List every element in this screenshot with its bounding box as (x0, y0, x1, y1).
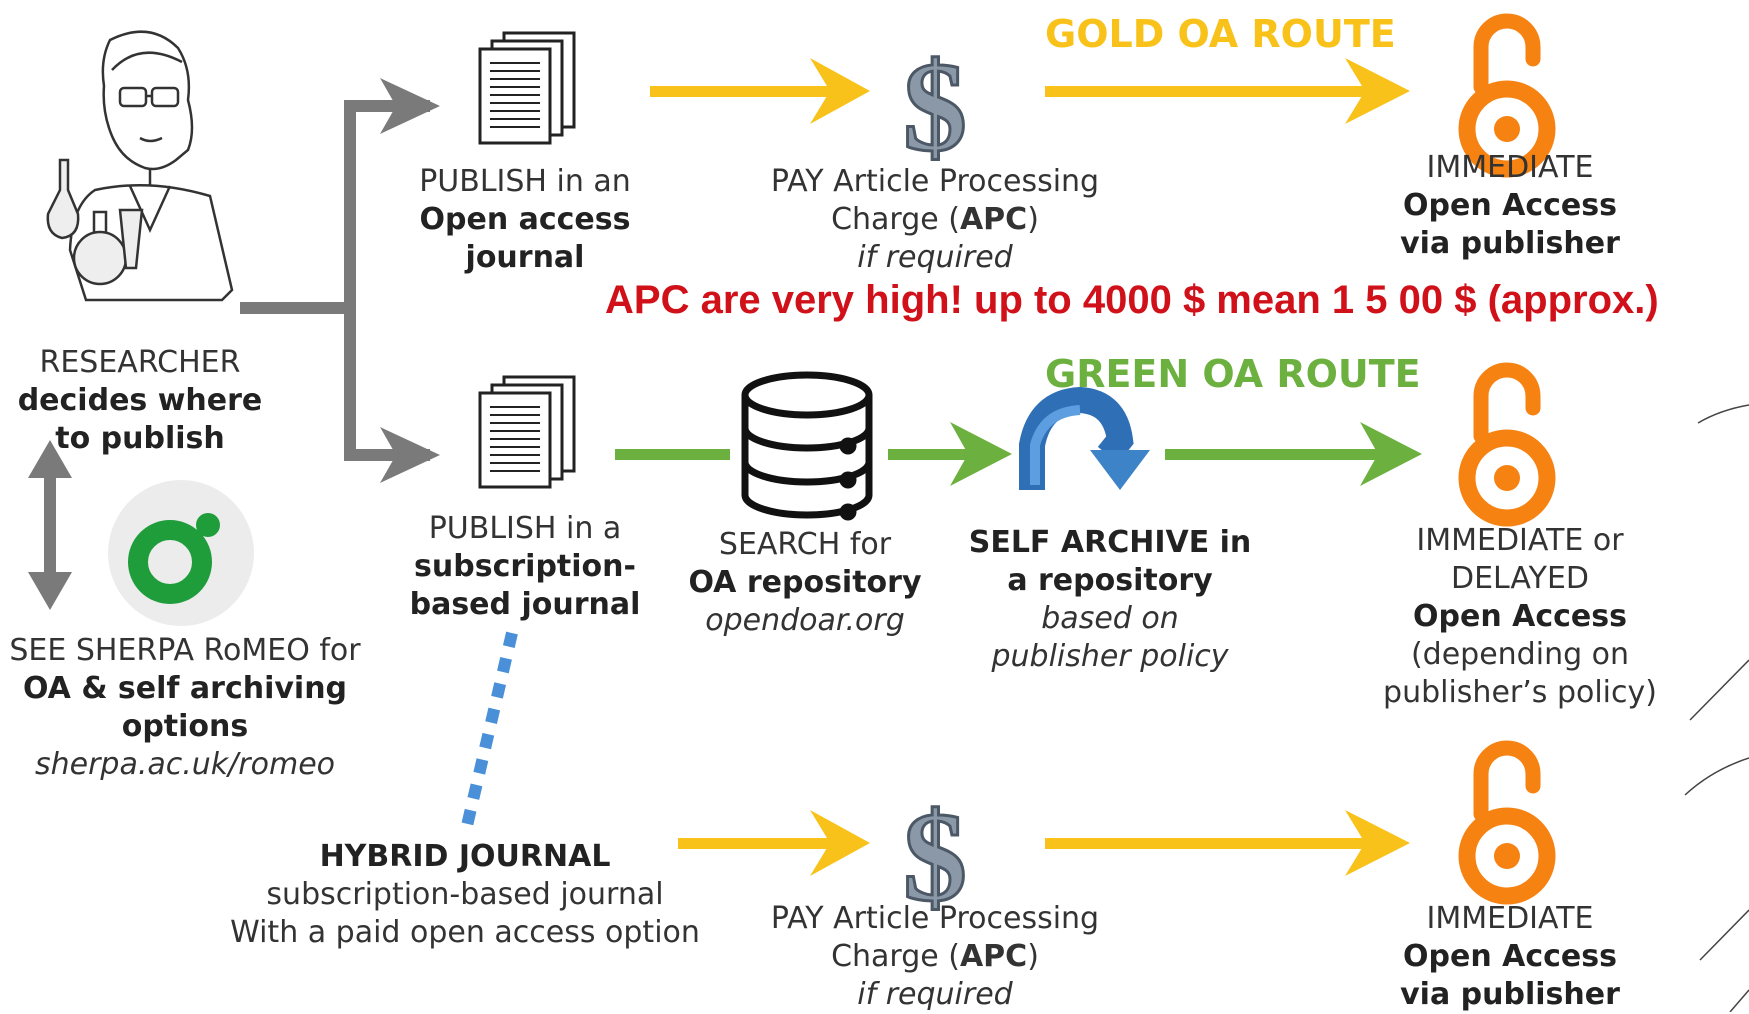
publish-sub-line3: based journal (409, 587, 641, 622)
gold-arrow-2 (1045, 58, 1410, 124)
curved-arrow-icon (1019, 386, 1150, 490)
search-line1: SEARCH for (718, 527, 892, 562)
self-archive-line1: SELF ARCHIVE in (968, 525, 1252, 560)
gold-route-label: GOLD OA ROUTE (1045, 12, 1396, 56)
decorative-slide-lines (1684, 404, 1749, 1012)
oa-mid-line1: IMMEDIATE or (1416, 523, 1624, 558)
gold-arrow-3 (678, 810, 870, 876)
pay-bottom-line3: if required (857, 977, 1013, 1012)
publish-sub-line1: PUBLISH in a (428, 511, 622, 546)
pay-apc-caption-top: PAY Article Processing Charge (APC) if r… (745, 163, 1125, 277)
gold-arrow-4 (1045, 810, 1410, 876)
subscription-journal-document-icon (478, 375, 576, 489)
pay-bottom-charge: Charge ( (831, 939, 960, 974)
pay-top-charge: Charge ( (831, 202, 960, 237)
oa-mid-line5: publisher’s policy) (1383, 675, 1657, 710)
hybrid-journal-caption: HYBRID JOURNAL subscription-based journa… (210, 838, 720, 952)
oa-top-line2: Open Access (1403, 188, 1617, 223)
publish-oa-line3: journal (465, 240, 585, 275)
oa-top-line3: via publisher (1400, 226, 1620, 261)
hybrid-line1: HYBRID JOURNAL (319, 839, 611, 874)
dollar-icon-bottom: $ (903, 786, 967, 928)
sherpa-url[interactable]: sherpa.ac.uk/romeo (34, 747, 336, 782)
self-archive-caption: SELF ARCHIVE in a repository based on pu… (960, 524, 1260, 676)
oa-outcome-bottom: IMMEDIATE Open Access via publisher (1390, 900, 1630, 1014)
self-archive-line2: a repository (1007, 563, 1213, 598)
pay-top-apc: APC (959, 202, 1028, 237)
oa-outcome-top: IMMEDIATE Open Access via publisher (1390, 149, 1630, 263)
publish-oa-caption: PUBLISH in an Open access journal (410, 163, 640, 277)
oa-outcome-mid: IMMEDIATE or DELAYED Open Access (depend… (1370, 522, 1670, 712)
green-route-label: GREEN OA ROUTE (1045, 352, 1421, 396)
publish-sub-line2: subscription- (414, 549, 636, 584)
arrow-to-oa-journal (380, 78, 440, 134)
publish-oa-line2: Open access (419, 202, 631, 237)
database-icon (741, 371, 873, 521)
sherpa-caption: SEE SHERPA RoMEO for OA & self archiving… (0, 632, 370, 784)
search-url[interactable]: opendoar.org (705, 603, 905, 638)
publish-subscription-caption: PUBLISH in a subscription- based journal (400, 510, 650, 624)
researcher-line2: decides where (17, 383, 263, 418)
hybrid-dotted-connector (460, 631, 518, 832)
hybrid-line2: subscription-based journal (266, 877, 664, 912)
sherpa-romeo-logo-icon (108, 480, 254, 626)
sherpa-line1: SEE SHERPA RoMEO for (9, 633, 361, 668)
green-arrow-2 (888, 422, 1012, 486)
green-arrow-3 (1165, 422, 1422, 486)
arrow-to-subscription-journal (380, 427, 440, 483)
open-access-lock-icon-top (1467, 21, 1547, 169)
pay-apc-caption-bottom: PAY Article Processing Charge (APC) if r… (745, 900, 1125, 1014)
pay-top-line1: PAY Article Processing (770, 164, 1100, 199)
oa-bottom-line3: via publisher (1400, 977, 1620, 1012)
oa-mid-line4: (depending on (1410, 637, 1630, 672)
researcher-line1: RESEARCHER (39, 345, 241, 380)
publish-oa-line1: PUBLISH in an (419, 164, 631, 199)
researcher-sherpa-double-arrow (28, 440, 72, 610)
hybrid-line3: With a paid open access option (230, 915, 700, 950)
green-arrow-1 (615, 449, 730, 460)
oa-mid-line2: DELAYED (1450, 561, 1590, 596)
oa-journal-document-icon (478, 31, 576, 145)
oa-top-line1: IMMEDIATE (1426, 150, 1594, 185)
self-archive-line3: based on (1041, 601, 1179, 636)
gold-arrow-1 (650, 58, 870, 124)
dollar-icon-top: $ (903, 36, 967, 178)
pay-bottom-line1: PAY Article Processing (770, 901, 1100, 936)
oa-mid-line3: Open Access (1413, 599, 1627, 634)
pay-bottom-close: ) (1027, 939, 1039, 974)
pay-bottom-apc: APC (959, 939, 1028, 974)
open-access-lock-icon-mid (1467, 370, 1547, 518)
search-line2: OA repository (688, 565, 922, 600)
apc-cost-note: APC are very high! up to 4000 $ mean 1 5… (605, 278, 1659, 322)
oa-bottom-line2: Open Access (1403, 939, 1617, 974)
pay-top-line3: if required (857, 240, 1013, 275)
pay-top-line2: Charge (APC) (745, 201, 1125, 239)
pay-top-close: ) (1027, 202, 1039, 237)
researcher-caption: RESEARCHER decides where to publish (0, 344, 280, 458)
oa-bottom-line1: IMMEDIATE (1426, 901, 1594, 936)
researcher-illustration-icon (46, 30, 234, 302)
pay-bottom-line2: Charge (APC) (745, 938, 1125, 976)
sherpa-line3: options (121, 709, 249, 744)
search-repository-caption: SEARCH for OA repository opendoar.org (680, 526, 930, 640)
open-access-lock-icon-bottom (1467, 748, 1547, 896)
sherpa-line2: OA & self archiving (22, 671, 348, 706)
researcher-line3: to publish (55, 421, 225, 456)
self-archive-line4: publisher policy (991, 639, 1229, 674)
